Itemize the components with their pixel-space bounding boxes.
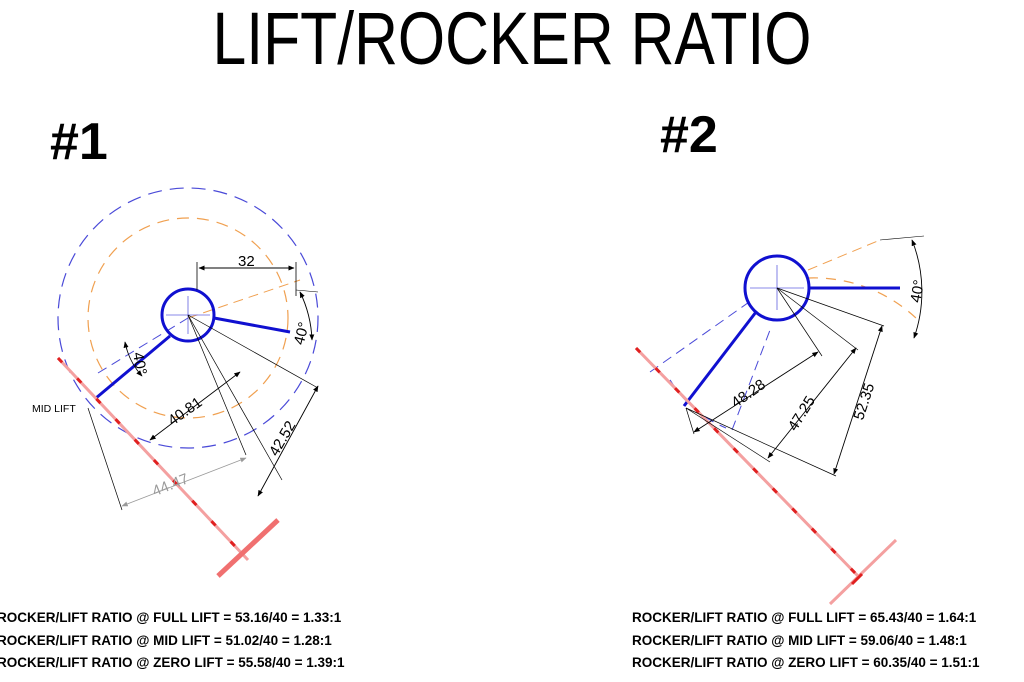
rocker-arm-right-1 (213, 316, 291, 334)
dashed-guide-2c (731, 329, 771, 431)
dim-angle-right-1: 40° (291, 320, 313, 346)
page-title: LIFT/ROCKER RATIO (212, 0, 812, 80)
mid-lift-label: MID LIFT (32, 403, 76, 415)
swing-arc-blue-1 (57, 187, 319, 449)
swing-arc-orange-1 (87, 217, 289, 419)
dashed-guide-1a (97, 317, 189, 374)
valve-stem-2 (634, 346, 860, 578)
dim-5235-label: 52.35 (850, 381, 878, 422)
dim-4447-label: 44.47 (150, 470, 191, 500)
dashed-guide-1b (187, 279, 301, 319)
diagram-1: 32 40° 40° 40.81 42.52 44.47 MID LIFT (32, 187, 319, 578)
dim-line-4081 (149, 371, 241, 441)
valve-stem-1 (56, 356, 250, 562)
dim-angle-2: 40° (907, 279, 928, 304)
dim-4828-label: 48.28 (728, 376, 769, 411)
diagram-2: 40° 48.28 47.25 52.35 (634, 235, 928, 606)
ratio-list-1: ROCKER/LIFT RATIO @ FULL LIFT = 53.16/40… (0, 607, 345, 675)
ratio-full-lift-1: ROCKER/LIFT RATIO @ FULL LIFT = 53.16/40… (0, 610, 342, 625)
ratio-full-lift-2: ROCKER/LIFT RATIO @ FULL LIFT = 65.43/40… (632, 610, 977, 625)
diagram-1-label: #1 (50, 113, 108, 171)
dashed-guide-2b (649, 299, 753, 373)
dim-32-label: 32 (238, 253, 255, 270)
dim-line-5235 (833, 325, 883, 475)
dim-4081-label: 40.81 (165, 394, 206, 429)
ratio-zero-lift-2: ROCKER/LIFT RATIO @ ZERO LIFT = 60.35/40… (632, 655, 980, 670)
dim-4725-label: 47.25 (785, 393, 819, 434)
dim-line-4447 (121, 457, 247, 507)
diagram-2-label: #2 (660, 106, 718, 164)
dim-line-4252 (257, 385, 319, 497)
dim-angle-left-1: 40° (129, 351, 150, 376)
ratio-mid-lift-1: ROCKER/LIFT RATIO @ MID LIFT = 51.02/40 … (0, 632, 332, 648)
valve-head-2 (828, 538, 898, 606)
ratio-zero-lift-1: ROCKER/LIFT RATIO @ ZERO LIFT = 55.58/40… (0, 655, 345, 670)
rocker-pivot-1 (160, 287, 216, 343)
dim-4252-label: 42.52 (266, 418, 299, 459)
ratio-mid-lift-2: ROCKER/LIFT RATIO @ MID LIFT = 59.06/40 … (632, 632, 967, 648)
valve-head-1 (216, 518, 280, 578)
ratio-list-2: ROCKER/LIFT RATIO @ FULL LIFT = 65.43/40… (632, 607, 980, 675)
swing-arc-orange-2 (807, 277, 917, 319)
dashed-guide-2a (807, 239, 881, 271)
